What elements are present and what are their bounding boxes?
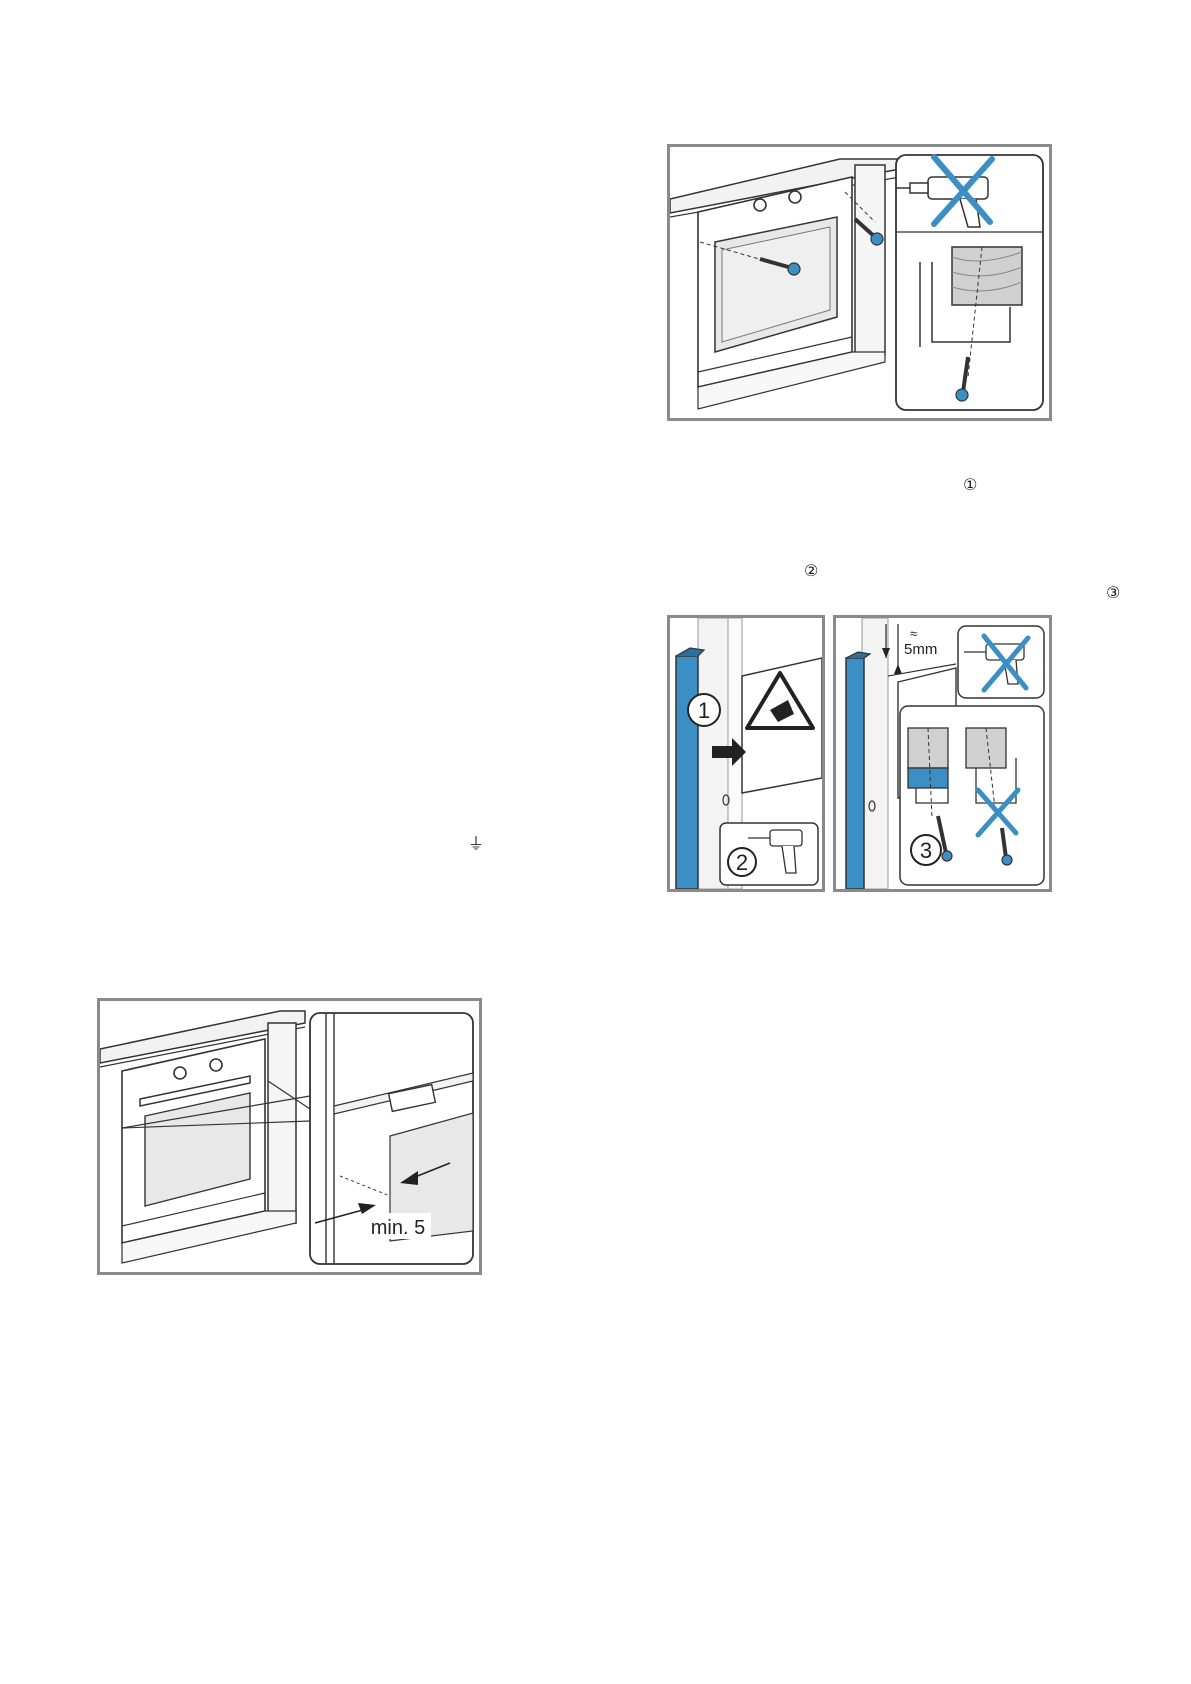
gap-label: 5mm	[904, 641, 937, 658]
figure-side-strip-step-3: ≈ 5mm	[833, 615, 1052, 892]
figure-screw-fixing	[667, 144, 1052, 421]
step-3-number: 3	[920, 838, 932, 863]
ground-symbol: ⏚	[468, 836, 484, 852]
step-3-marker: ③	[1106, 585, 1120, 601]
side-strip-icon	[846, 658, 864, 889]
step-2-number: 2	[736, 850, 748, 875]
figure-side-strip-steps-1-2: 1 2	[667, 615, 825, 892]
step-2-marker: ②	[804, 563, 818, 579]
side-strip-icon	[676, 656, 698, 889]
step-1-number: 1	[698, 698, 710, 723]
approx-sign: ≈	[910, 626, 917, 641]
figure-min-gap: min. 5	[97, 998, 482, 1275]
wood-block-icon	[908, 728, 948, 768]
knob-icon	[754, 199, 766, 211]
step-1-marker: ①	[963, 477, 977, 493]
min-gap-label: min. 5	[371, 1217, 425, 1239]
